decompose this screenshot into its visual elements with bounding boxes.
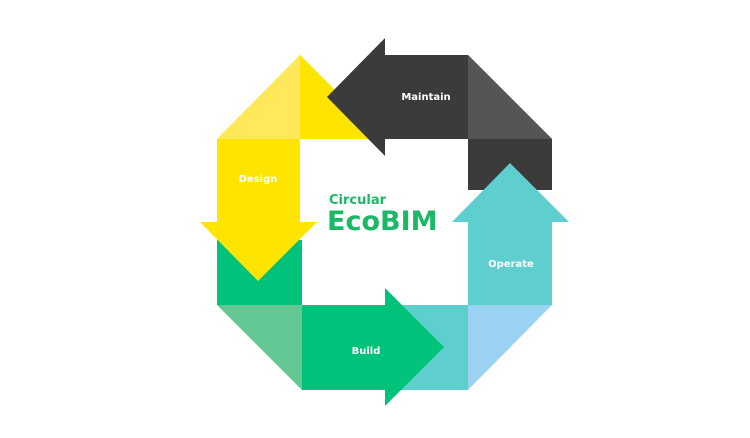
build-label: Build <box>352 346 381 357</box>
operate-arrow <box>452 163 569 305</box>
maintain-label: Maintain <box>401 92 450 103</box>
design-corner-shade <box>217 55 300 139</box>
maintain-arrow <box>327 38 468 156</box>
operate-label: Operate <box>488 259 534 270</box>
center-title: EcoBIM <box>327 206 438 237</box>
design-arrow <box>200 139 317 281</box>
design-label: Design <box>239 174 278 185</box>
maintain-corner-shade <box>468 55 552 139</box>
operate-corner-light <box>468 305 552 390</box>
build-corner-shade <box>217 305 302 390</box>
build-arrow <box>302 288 444 406</box>
center-subtitle: Circular <box>329 193 387 208</box>
